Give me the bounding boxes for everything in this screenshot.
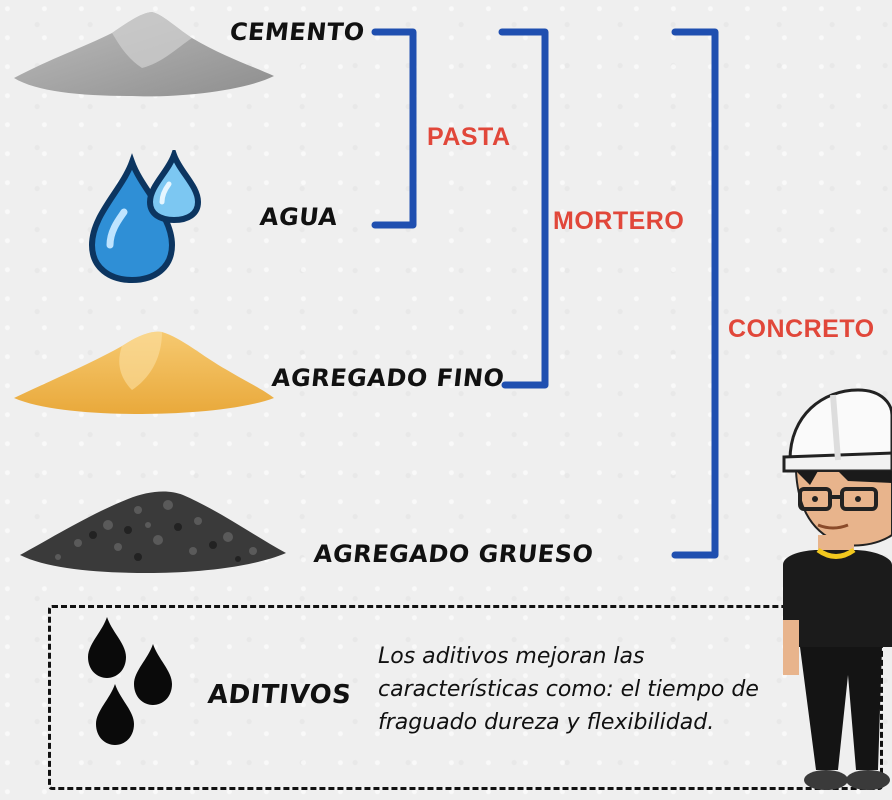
- gravel-pile-icon: [20, 491, 286, 573]
- pasta-bracket: [371, 28, 417, 229]
- sand-pile-icon: [14, 331, 274, 414]
- water-drops-icon: [88, 150, 202, 284]
- black-drops-icon: [88, 617, 172, 745]
- cement-pile-icon: [14, 12, 274, 97]
- group-concreto: CONCRETO: [728, 315, 875, 343]
- concreto-bracket: [671, 28, 719, 559]
- aditivos-description: Los aditivos mejoran las características…: [378, 644, 759, 735]
- group-mortero: MORTERO: [553, 207, 685, 235]
- aditivos-box: [48, 605, 883, 790]
- label-aditivos: ADITIVOS: [206, 680, 353, 710]
- group-pasta: PASTA: [427, 123, 511, 151]
- mortero-bracket: [498, 28, 549, 389]
- engineer-avatar: [782, 388, 892, 790]
